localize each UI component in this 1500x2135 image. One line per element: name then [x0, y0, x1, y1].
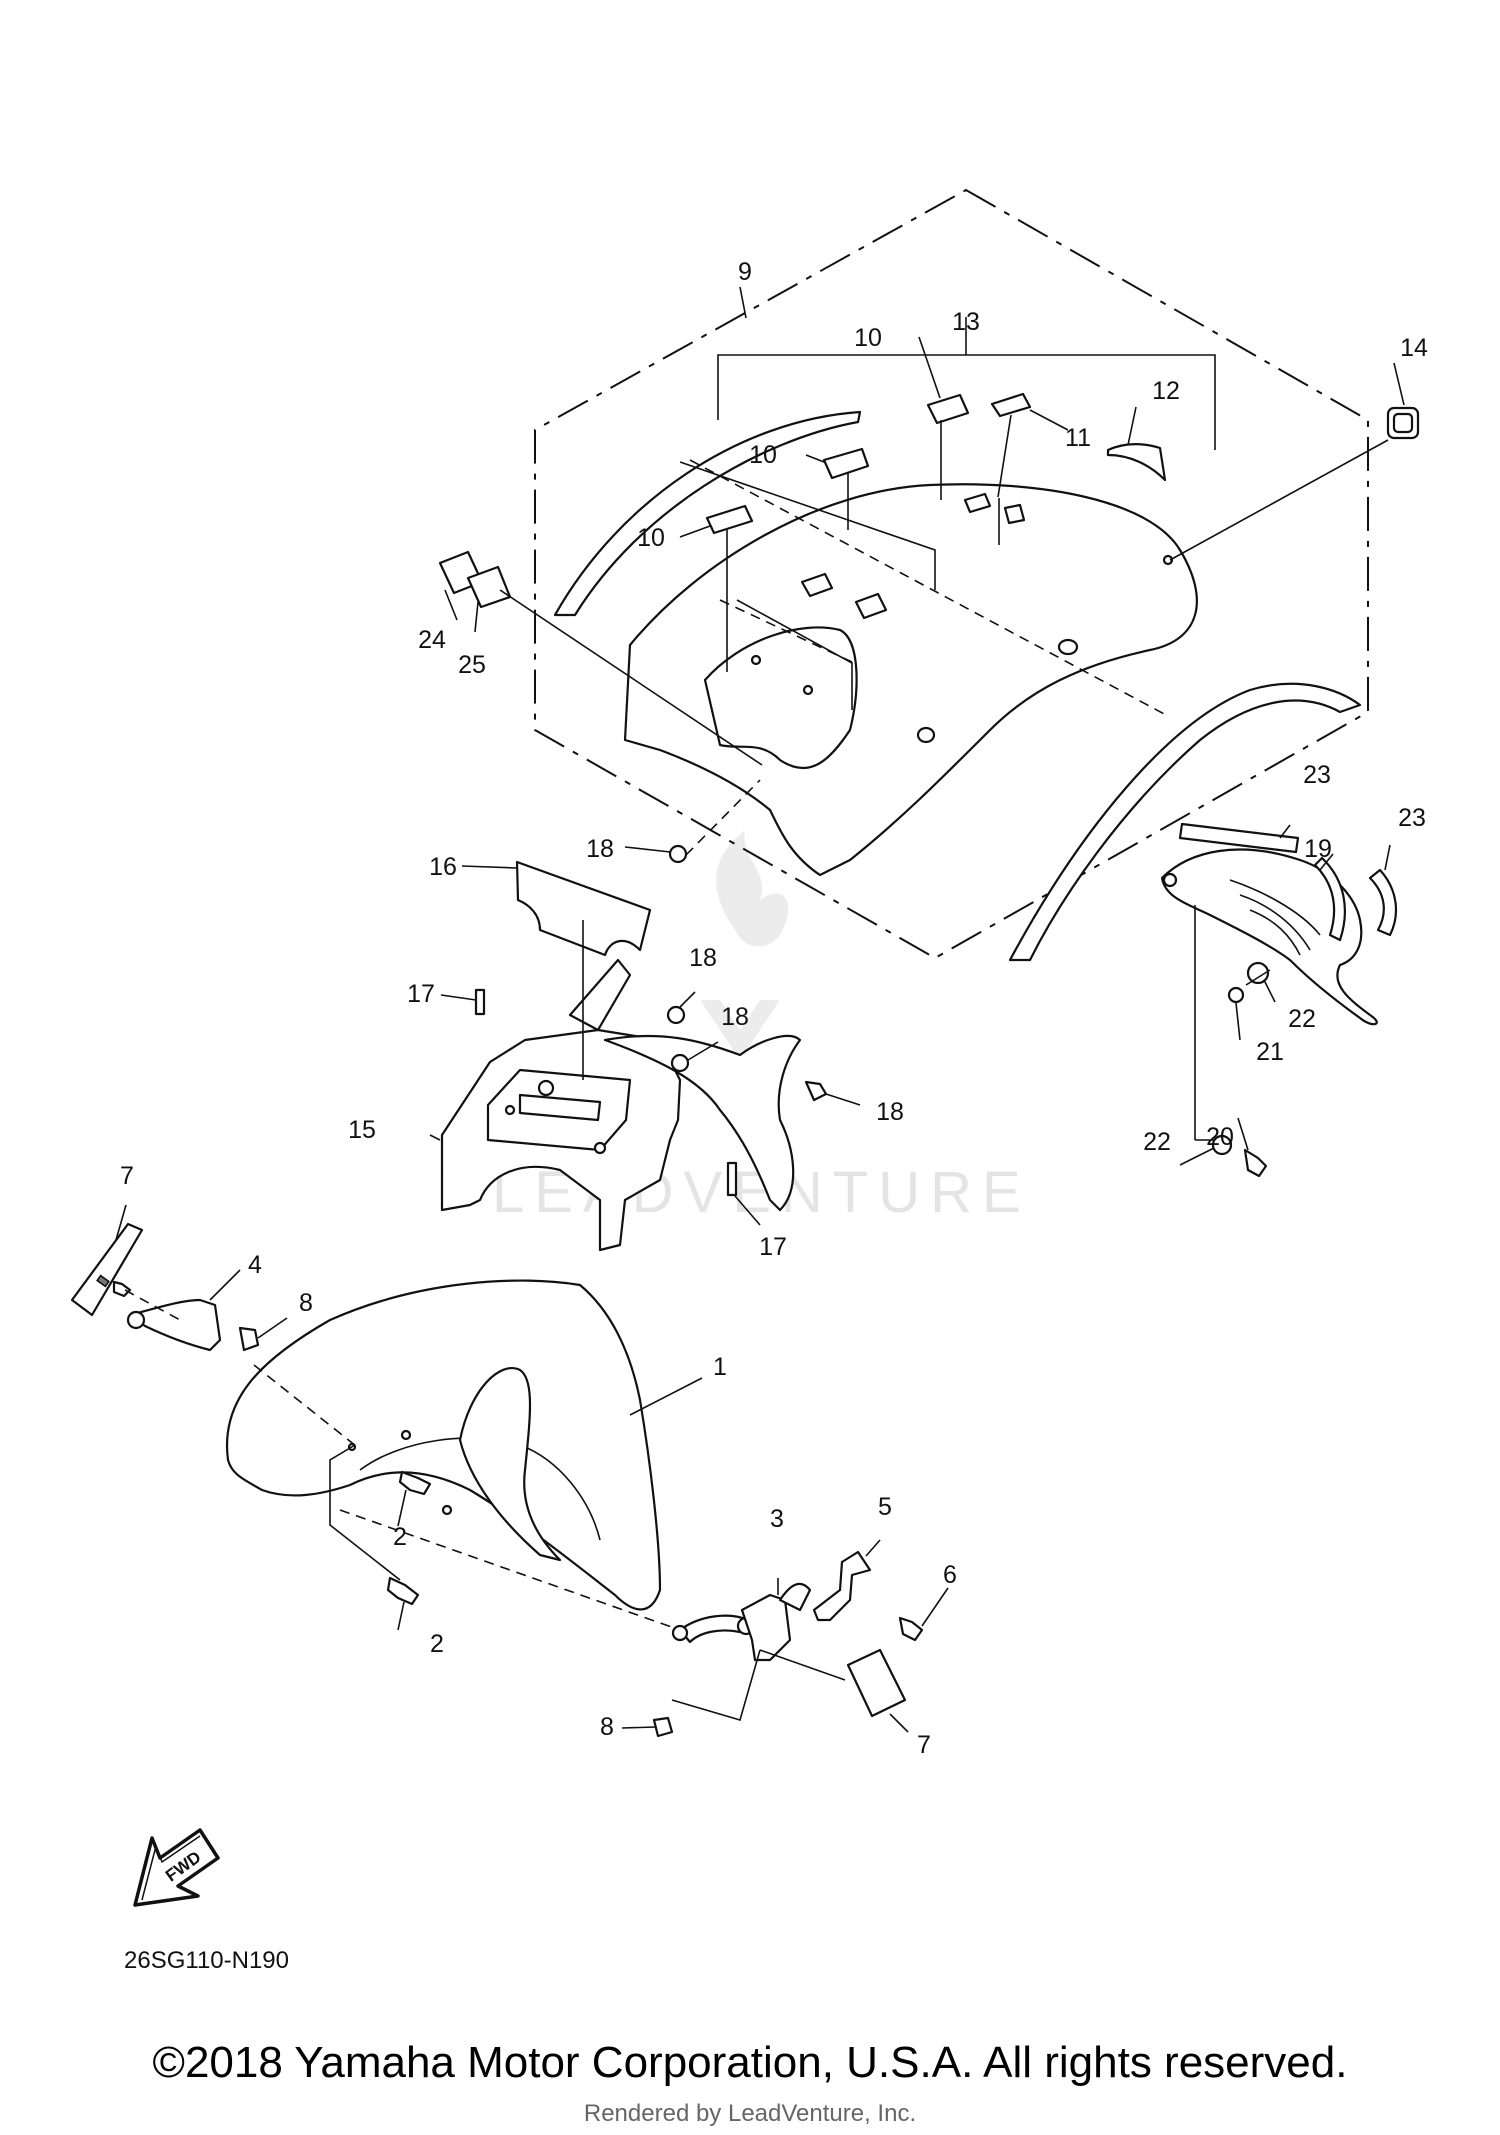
callout-5: 5	[878, 1493, 892, 1521]
washer-22-lower	[1211, 1134, 1233, 1156]
left-reflector-group	[70, 1222, 260, 1352]
reflectors-24-25	[438, 550, 763, 766]
callout-14: 14	[1400, 334, 1428, 362]
strip-17-a	[474, 988, 486, 1016]
callout-2: 2	[430, 1630, 444, 1658]
callout-23: 23	[1398, 804, 1426, 832]
tail-bracket-19	[1160, 822, 1397, 1178]
nut-8-right	[652, 1716, 674, 1738]
callout-17: 17	[407, 980, 435, 1008]
rendered-by-credit: Rendered by LeadVenture, Inc.	[583, 2100, 917, 2127]
pad-23-b	[1368, 868, 1397, 937]
bolt-20	[1243, 1148, 1268, 1178]
washer-22-upper	[1246, 961, 1270, 985]
nut-21	[1227, 986, 1245, 1004]
bracket-arm	[568, 958, 632, 1032]
callout-19: 19	[1304, 835, 1332, 863]
callout-21: 21	[1256, 1038, 1284, 1066]
callout-7: 7	[120, 1162, 134, 1190]
fwd-arrow-icon: FWD	[133, 1828, 220, 1907]
pad-23-a	[1178, 822, 1300, 854]
bolt-18-right	[804, 1080, 828, 1102]
callout-4: 4	[248, 1251, 262, 1279]
callout-18: 18	[721, 1003, 749, 1031]
copyright-notice: ©2018 Yamaha Motor Corporation, U.S.A. A…	[152, 2038, 1348, 2087]
callout-8: 8	[299, 1289, 313, 1317]
callout-8: 8	[600, 1713, 614, 1741]
stay-3	[740, 1593, 792, 1662]
callout-17: 17	[759, 1233, 787, 1261]
callout-1: 1	[713, 1353, 727, 1381]
strip-17-b	[726, 1161, 738, 1197]
diagram-code: 26SG110-N190	[124, 1947, 289, 1974]
callout-20: 20	[1206, 1123, 1234, 1151]
callout-12: 12	[1152, 377, 1180, 405]
bolt-18-upper	[668, 779, 761, 864]
callout-10: 10	[749, 441, 777, 469]
collar-18-b	[670, 1053, 690, 1073]
callout-24: 24	[418, 626, 446, 654]
bracket-15	[440, 860, 828, 1252]
callouts: 1 2 2 3 4 5 6 7 7 8 8 9 10 10 10 11 12 1…	[120, 258, 1428, 1759]
callout-3: 3	[770, 1505, 784, 1533]
callout-16: 16	[429, 853, 457, 881]
callout-18: 18	[689, 944, 717, 972]
leader-lines	[115, 286, 1405, 1733]
collar-18-a	[666, 1005, 686, 1025]
stay-4	[128, 1298, 222, 1352]
sticker-10-mid	[822, 447, 870, 480]
callout-18: 18	[876, 1098, 904, 1126]
callout-22: 22	[1288, 1005, 1316, 1033]
strap-16	[515, 860, 652, 957]
bolts-2	[386, 1470, 432, 1606]
nut-8-left	[238, 1326, 260, 1352]
emblem-12	[1106, 443, 1167, 482]
callout-2: 2	[393, 1523, 407, 1551]
callout-7: 7	[917, 1731, 931, 1759]
callout-18: 18	[586, 835, 614, 863]
callout-11: 11	[1065, 424, 1091, 452]
callout-6: 6	[943, 1561, 957, 1589]
callout-23: 23	[1303, 761, 1331, 789]
bracket-5	[812, 1550, 872, 1622]
reflector-7-right	[846, 1648, 907, 1718]
front-fender-1	[225, 1279, 681, 1631]
stickers	[705, 392, 1032, 672]
callout-9: 9	[738, 258, 752, 286]
sticker-10-low	[705, 504, 754, 535]
callout-25: 25	[458, 651, 486, 679]
callout-22: 22	[1143, 1128, 1171, 1156]
callout-10: 10	[854, 324, 882, 352]
rear-fender-assembly	[534, 188, 1369, 962]
sticker-10-top	[926, 393, 970, 425]
sticker-11	[990, 392, 1032, 418]
fork-stay	[458, 1367, 562, 1562]
grommet-14	[1169, 406, 1420, 561]
callout-13: 13	[952, 308, 980, 336]
bolt-6	[898, 1616, 924, 1642]
callout-10: 10	[637, 524, 665, 552]
right-reflector-group	[652, 1550, 924, 1738]
callout-15: 15	[348, 1116, 376, 1144]
